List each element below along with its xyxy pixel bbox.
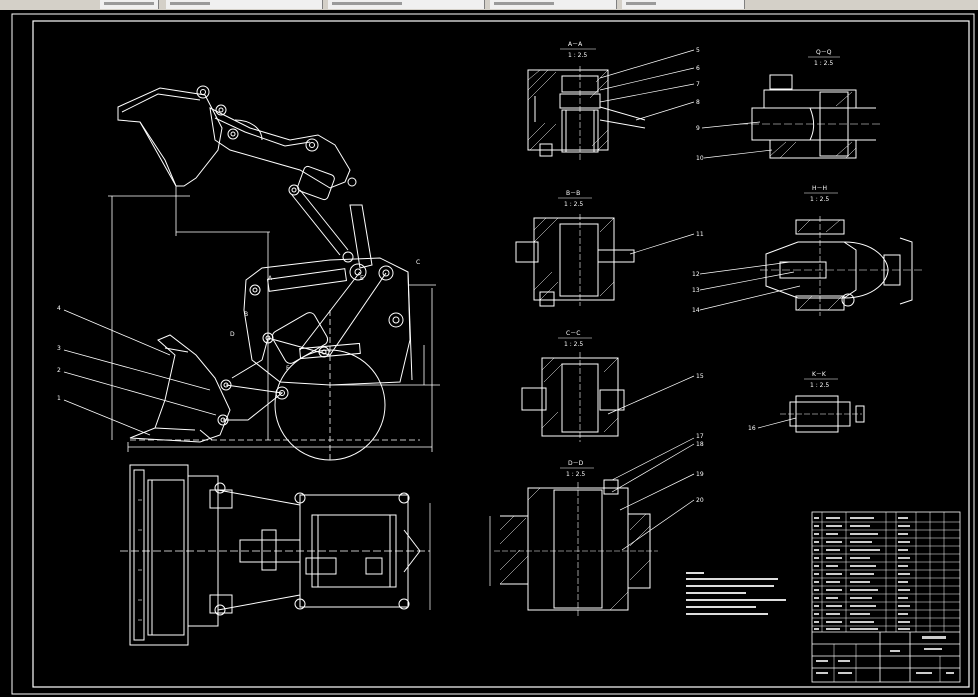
view-title: A－A xyxy=(568,41,583,48)
point-label: E xyxy=(360,275,364,282)
title-block xyxy=(811,511,961,683)
section-view-titles: A－A 1 : 2.5 Q－Q 1 : 2.5 B－B 1 : 2.5 H－H … xyxy=(558,41,840,478)
part-number: 10 xyxy=(696,155,704,162)
section-q-q-part-numbers: 9 10 xyxy=(696,125,704,162)
part-number: 5 xyxy=(696,47,700,54)
main-frame xyxy=(243,257,411,386)
dimension-lines xyxy=(108,186,440,460)
view-title: H－H xyxy=(812,185,827,192)
section-h-h xyxy=(699,216,924,316)
view-scale: 1 : 2.5 xyxy=(564,341,583,348)
section-d-d xyxy=(489,437,695,618)
view-scale: 1 : 2.5 xyxy=(810,382,829,389)
view-title: B－B xyxy=(566,190,580,197)
view-scale: 1 : 2.5 xyxy=(568,52,587,59)
view-title: Q－Q xyxy=(816,49,832,56)
toolbar-tab-1[interactable] xyxy=(166,0,323,9)
part-number: 19 xyxy=(696,471,704,478)
toolbar-tab-4[interactable] xyxy=(622,0,745,9)
cad-drawing-canvas[interactable]: 4 3 2 1 A B D E F C xyxy=(0,10,978,697)
boom-arm xyxy=(209,107,351,189)
part-number: 14 xyxy=(692,307,700,314)
view-title: C－C xyxy=(566,330,580,337)
part-number: 16 xyxy=(748,425,756,432)
view-scale: 1 : 2.5 xyxy=(810,196,829,203)
lift-cylinder xyxy=(349,204,373,269)
toolbar-tab-2[interactable] xyxy=(328,0,485,9)
sheet-border-inner xyxy=(32,20,970,688)
part-number: 8 xyxy=(696,99,700,106)
view-scale: 1 : 2.5 xyxy=(564,201,583,208)
part-number: 9 xyxy=(696,125,700,132)
point-label: A xyxy=(268,275,273,282)
point-labels: A B D E F C xyxy=(230,259,420,372)
point-label: B xyxy=(244,311,248,318)
lower-bucket xyxy=(129,334,231,443)
section-q-q xyxy=(701,74,880,159)
section-k-k xyxy=(757,395,865,433)
part-number: 11 xyxy=(696,231,704,238)
parts-list-entries xyxy=(814,517,954,674)
left-part-numbers: 4 3 2 1 xyxy=(57,305,61,402)
view-title: K－K xyxy=(812,371,827,378)
part-number: 15 xyxy=(696,373,704,380)
part-number: 20 xyxy=(696,497,704,504)
toolbar-icon-group[interactable] xyxy=(100,0,159,9)
section-a-a-part-numbers: 5 6 7 8 xyxy=(696,47,700,106)
section-c-c xyxy=(521,352,695,442)
part-number: 6 xyxy=(696,65,700,72)
technical-notes xyxy=(686,572,786,615)
section-a-a xyxy=(527,49,695,160)
toolbar-tab-3[interactable] xyxy=(490,0,617,9)
loader-top-plan xyxy=(120,464,431,646)
loader-side-elevation xyxy=(63,85,440,461)
view-scale: 1 : 2.5 xyxy=(814,60,833,67)
part-number: 13 xyxy=(692,287,700,294)
part-number: 17 xyxy=(696,433,704,440)
part-number: 4 xyxy=(57,305,61,312)
part-number: 1 xyxy=(57,395,61,402)
part-number: 18 xyxy=(696,441,704,448)
point-label: D xyxy=(230,331,235,338)
part-number: 2 xyxy=(57,367,61,374)
section-b-b xyxy=(515,214,695,307)
section-h-h-part-numbers: 12 13 14 xyxy=(692,271,700,314)
sheet-border-outer xyxy=(11,13,975,695)
point-label: C xyxy=(416,259,420,266)
part-number: 3 xyxy=(57,345,61,352)
point-label: F xyxy=(286,365,290,372)
part-number: 7 xyxy=(696,81,700,88)
left-leader-lines xyxy=(63,309,217,436)
part-number: 12 xyxy=(692,271,700,278)
view-scale: 1 : 2.5 xyxy=(566,471,585,478)
view-title: D－D xyxy=(568,460,584,467)
section-d-d-part-numbers: 17 18 19 20 xyxy=(696,433,704,504)
